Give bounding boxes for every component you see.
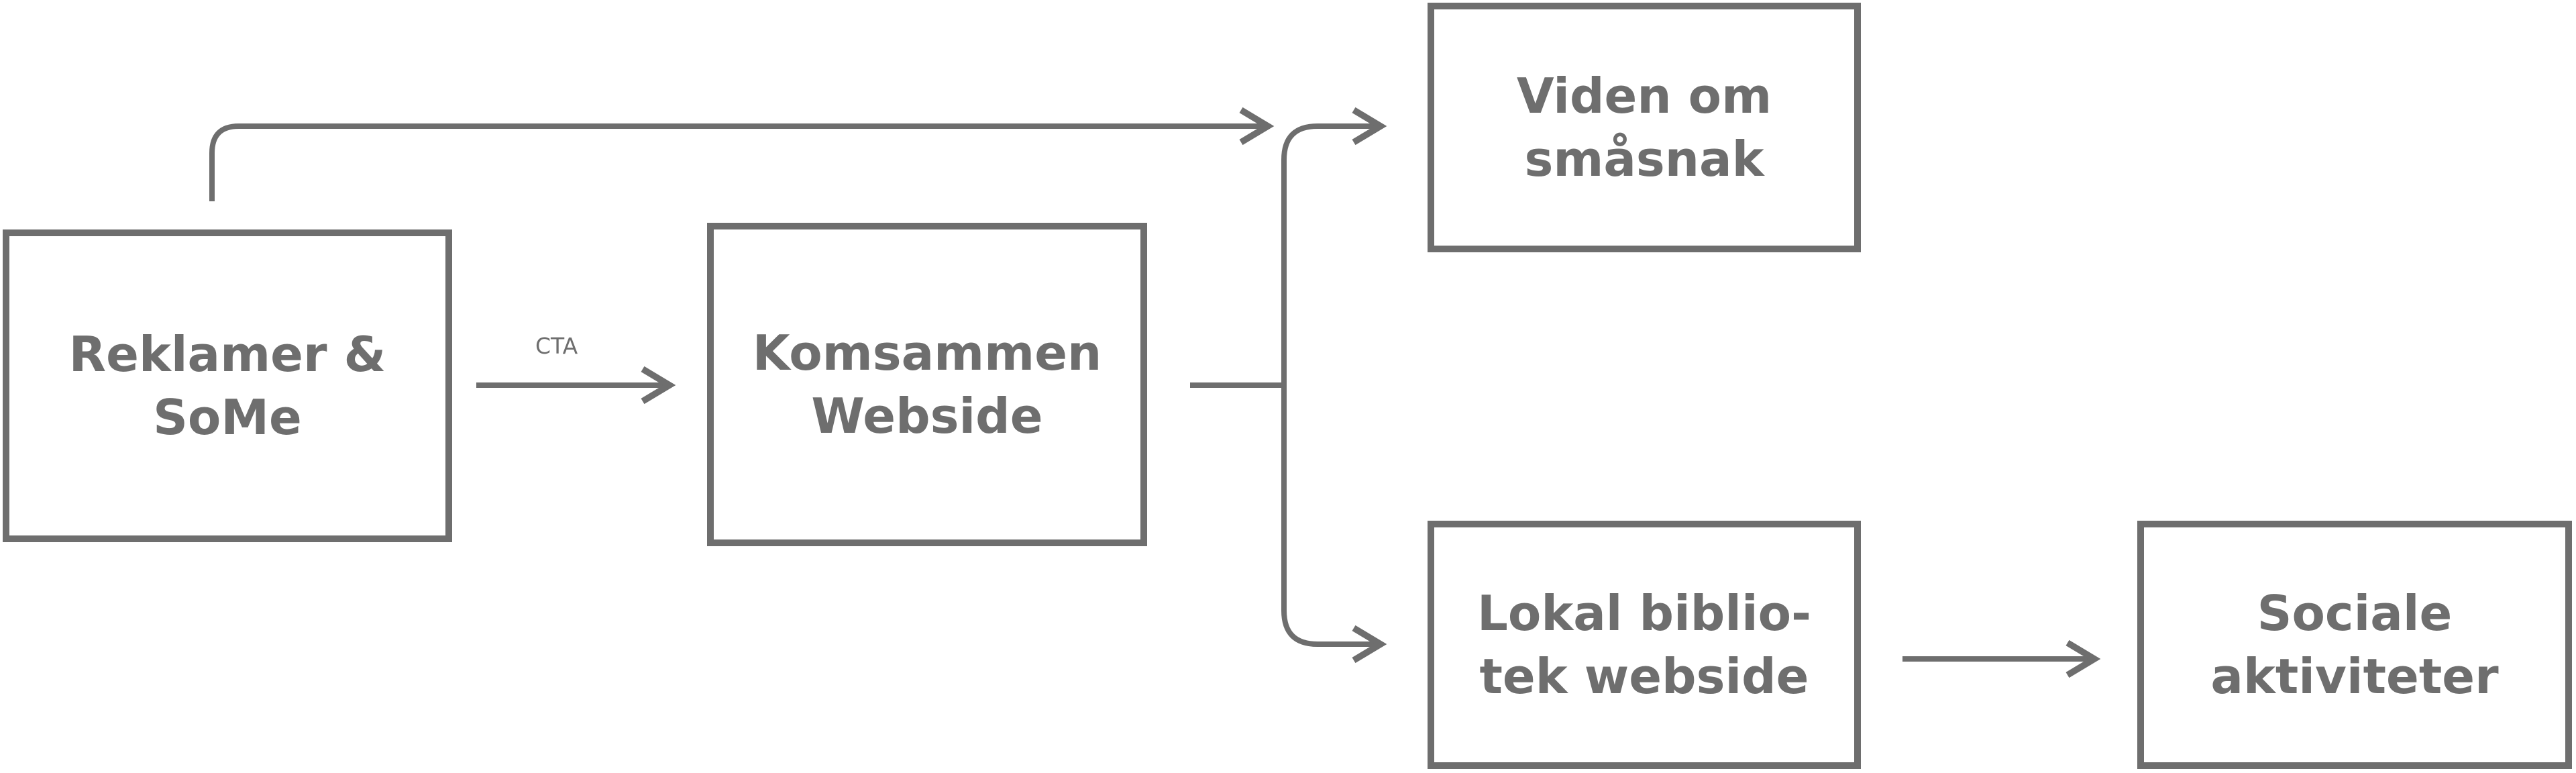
node-sociale-aktiviteter: Sociale aktiviteter bbox=[2137, 521, 2572, 769]
node-komsammen-webside-label: Komsammen Webside bbox=[752, 325, 1102, 444]
arrow-branch-to-viden bbox=[1281, 107, 1387, 385]
node-lokal-bibliotek-webside: Lokal biblio- tek webside bbox=[1428, 521, 1861, 769]
node-reklamer-some: Reklamer & SoMe bbox=[3, 229, 452, 542]
node-sociale-aktiviteter-label: Sociale aktiviteter bbox=[2210, 585, 2499, 705]
cta-label: CTA bbox=[535, 333, 578, 359]
node-viden-om-smaasnak: Viden om småsnak bbox=[1428, 3, 1861, 252]
arrow-branch-to-lokal bbox=[1281, 385, 1387, 664]
node-viden-om-smaasnak-label: Viden om småsnak bbox=[1516, 68, 1772, 187]
node-reklamer-some-label: Reklamer & SoMe bbox=[68, 326, 386, 446]
arrow-reklamer-to-viden bbox=[209, 107, 1275, 201]
node-komsammen-webside: Komsammen Webside bbox=[707, 223, 1147, 546]
node-lokal-bibliotek-webside-label: Lokal biblio- tek webside bbox=[1477, 585, 1812, 705]
